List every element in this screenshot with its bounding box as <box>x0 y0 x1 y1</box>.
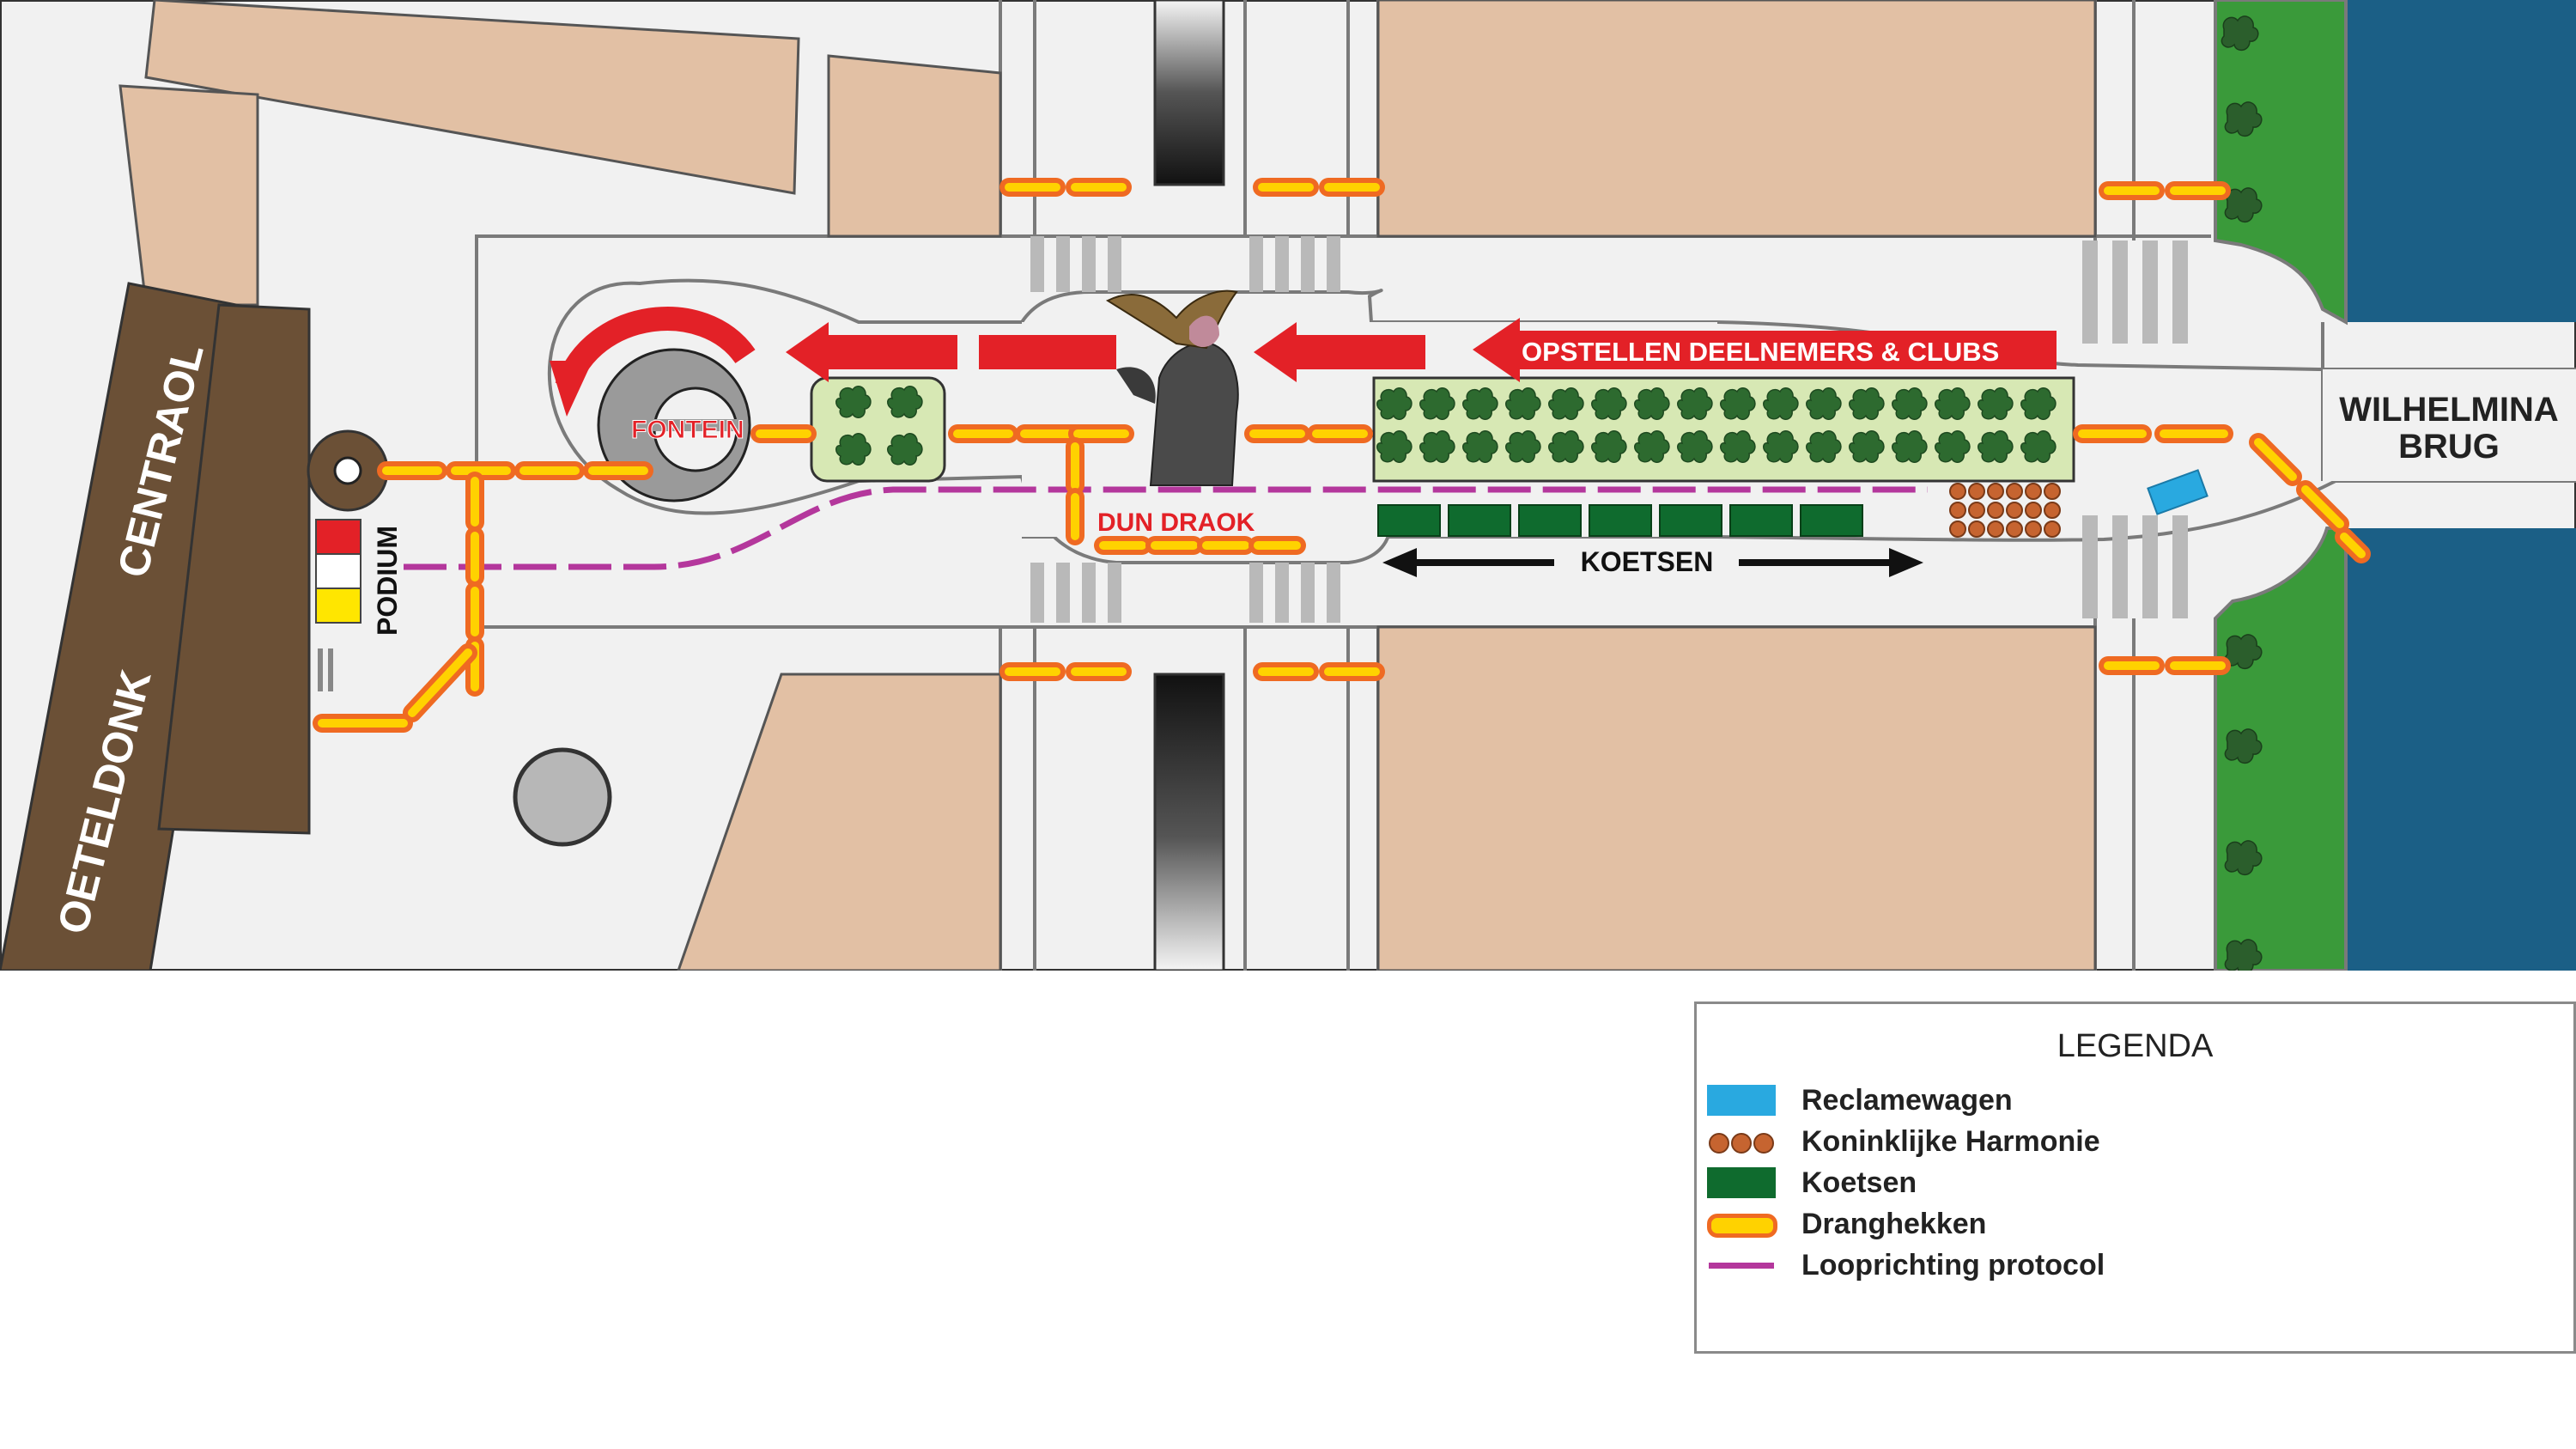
koets <box>1659 504 1722 537</box>
harmonie-member <box>1968 502 1985 519</box>
street-building <box>157 303 311 835</box>
koets <box>1800 504 1863 537</box>
koetsen-icon <box>1705 1166 1777 1200</box>
koets <box>1377 504 1441 537</box>
harmonie-member <box>1987 483 2004 500</box>
direction-arrows <box>786 318 2057 382</box>
legend-item-dranghekken: Dranghekken <box>1705 1205 1986 1243</box>
legend-item-harmonie: Koninklijke Harmonie <box>1705 1123 2100 1160</box>
harmonie-member <box>1949 521 1966 538</box>
legend-label: Dranghekken <box>1801 1207 1987 1240</box>
dragon-statue <box>1105 289 1239 486</box>
podium-block-red <box>315 519 361 555</box>
harmonie-member <box>2044 521 2061 538</box>
harmonie-member <box>2025 483 2042 500</box>
podium-stairs <box>318 648 323 691</box>
legend-label: Koetsen <box>1801 1166 1917 1199</box>
legend: LEGENDA Reclamewagen Koninklijke Harmoni… <box>1694 1002 2576 1354</box>
event-map: OETELDONK CENTRAOL PODIUM FONTEIN DUN DR… <box>0 0 2576 971</box>
fountain-circulation-arrow <box>555 307 756 392</box>
harmonie-member <box>2044 483 2061 500</box>
legend-item-reclamewagen: Reclamewagen <box>1705 1081 2013 1119</box>
bridge-area <box>2323 369 2576 481</box>
fountain-label: FONTEIN <box>631 416 744 444</box>
legend-item-protocol: Looprichting protocol <box>1705 1246 2105 1284</box>
building <box>1376 0 2097 238</box>
buildings <box>118 0 2097 971</box>
protocol-icon <box>1705 1248 1777 1282</box>
grey-round-object <box>513 747 612 847</box>
reclamewagen-vehicle <box>2147 469 2208 515</box>
protocol-route <box>404 486 1928 570</box>
zebra-crossings <box>1030 236 2188 623</box>
harmonie-member <box>2025 521 2042 538</box>
harmonie-member <box>1968 521 1985 538</box>
harmonie-member <box>2025 502 2042 519</box>
road-median-north <box>1153 0 1225 186</box>
harmonie-member <box>2006 502 2023 519</box>
legend-label: Looprichting protocol <box>1801 1248 2105 1282</box>
harmonie-member <box>1949 483 1966 500</box>
koets <box>1589 504 1652 537</box>
building <box>118 84 259 307</box>
bridge-label-line2: BRUG <box>2398 428 2500 466</box>
podium-stairs <box>328 648 333 691</box>
dranghek-fill <box>2254 438 2297 481</box>
tree-plot-small <box>810 376 946 483</box>
building <box>677 673 1002 971</box>
reclamewagen-icon <box>1705 1083 1777 1117</box>
harmonie-member <box>2006 483 2023 500</box>
podium-block-white <box>315 553 361 589</box>
koets <box>1448 504 1511 537</box>
water-north <box>2344 0 2576 322</box>
fountain-arrow-head <box>550 361 592 417</box>
legend-title: LEGENDA <box>2057 1028 2214 1064</box>
koetsen-arrow <box>1382 548 1923 577</box>
building <box>827 54 1002 238</box>
harmonie-member <box>1987 521 2004 538</box>
assembly-label: OPSTELLEN DEELNEMERS & CLUBS <box>1522 337 1999 367</box>
harmonie-icon <box>1705 1124 1777 1159</box>
dranghekken-group <box>313 178 2371 733</box>
street-band <box>0 282 259 971</box>
harmonie-member <box>2006 521 2023 538</box>
bridge-label-line1: WILHELMINA <box>2339 391 2559 429</box>
harmonie-member <box>1987 502 2004 519</box>
legend-label: Reclamewagen <box>1801 1083 2013 1117</box>
water-south <box>2344 528 2576 971</box>
podium-marker-center <box>333 456 362 485</box>
koetsen-label: KOETSEN <box>1581 546 1714 577</box>
dranghek-fill <box>2340 533 2366 558</box>
dranghek-fill <box>2301 485 2344 528</box>
koets <box>1729 504 1793 537</box>
harmonie-member <box>1968 483 1985 500</box>
road-median-south <box>1153 673 1225 971</box>
legend-item-koetsen: Koetsen <box>1705 1164 1917 1202</box>
building <box>1376 625 2097 971</box>
dranghek-fill <box>408 648 472 717</box>
dranghekken-icon <box>1705 1207 1777 1241</box>
koetsen-row <box>1377 504 1863 537</box>
harmonie-member <box>1949 502 1966 519</box>
harmonie-member <box>2044 502 2061 519</box>
harmonie-grid <box>1949 483 2061 538</box>
building <box>144 0 800 195</box>
koets <box>1518 504 1582 537</box>
dragon-label: DUN DRAOK <box>1097 508 1255 537</box>
grass-bank-north <box>2214 0 2348 326</box>
legend-label: Koninklijke Harmonie <box>1801 1124 2100 1158</box>
podium-block-yellow <box>315 588 361 624</box>
podium-label: PODIUM <box>372 526 403 636</box>
